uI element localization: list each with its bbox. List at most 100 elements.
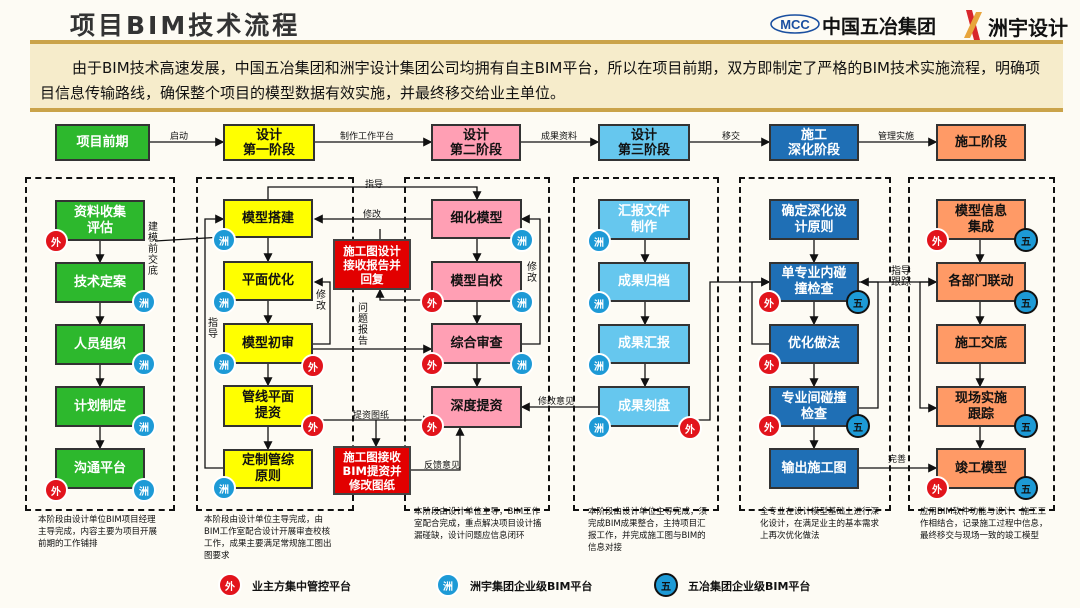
box-model-self-check: 模型自校 <box>431 261 522 302</box>
badge-wuye-platform: 五 <box>1014 414 1038 438</box>
label-modify-top: 修改 <box>363 210 382 220</box>
badge-wuye-platform: 五 <box>846 414 870 438</box>
box-plan-optimization: 平面优化 <box>223 261 313 301</box>
badge-zhouyu-platform: 洲 <box>587 415 611 439</box>
arrow-label-manage: 管理实施 <box>878 132 915 142</box>
arrow-label-start: 启动 <box>170 132 189 142</box>
badge-zhouyu-platform: 洲 <box>132 478 156 502</box>
box-results-archive: 成果归档 <box>598 262 690 302</box>
label-complete: 完善 <box>888 455 907 465</box>
box-detailing-principles: 确定深化设 计原则 <box>769 199 859 240</box>
badge-owner-platform: 外 <box>420 290 444 314</box>
badge-owner-platform: 外 <box>757 290 781 314</box>
section-construction <box>908 177 1055 511</box>
badge-owner-platform: 外 <box>44 229 68 253</box>
mcc-logo-text: 中国五冶集团 <box>822 16 937 38</box>
note-pre-project: 本阶段由设计单位BIM项目经理主导完成，内容主要为项目开展前期的工作铺排 <box>38 515 158 549</box>
legend-owner-label: 业主方集中管控平台 <box>252 580 351 593</box>
box-staff-organization: 人员组织 <box>55 324 145 365</box>
arrow-label-handover: 移交 <box>722 132 741 142</box>
note-detailing: 全专业在设计模型基础上进行深化设计，在满足业主的基本需求上再次优化做法 <box>760 507 880 541</box>
svg-text:MCC: MCC <box>780 17 810 32</box>
box-as-built-model: 竣工模型 <box>936 448 1026 489</box>
box-plan-making: 计划制定 <box>55 386 145 427</box>
zhouyu-logo-icon <box>964 10 982 40</box>
box-pipeline-principles: 定制管综 原则 <box>223 449 313 489</box>
badge-zhouyu-platform: 洲 <box>212 352 236 376</box>
badge-owner-platform: 外 <box>301 414 325 438</box>
legend-zhouyu-label: 洲宇集团企业级BIM平台 <box>470 580 593 593</box>
box-drawing-receive-revise: 施工图接收 BIM提资并 修改图纸 <box>333 446 411 495</box>
badge-zhouyu-platform: 洲 <box>587 229 611 253</box>
badge-zhouyu-platform: 洲 <box>212 228 236 252</box>
stage-design-phase-2: 设计 第二阶段 <box>431 124 521 161</box>
stage-design-phase-1: 设计 第一阶段 <box>223 124 315 161</box>
badge-owner-platform: 外 <box>420 352 444 376</box>
badge-wuye-platform: 五 <box>846 290 870 314</box>
box-depth-submission: 深度提资 <box>431 386 522 428</box>
label-problem-report: 问题报告 <box>358 303 368 347</box>
badge-owner-platform: 外 <box>678 416 702 440</box>
badge-zhouyu-platform: 洲 <box>132 414 156 438</box>
box-data-collection: 资料收集 评估 <box>55 200 145 241</box>
box-tech-decision: 技术定案 <box>55 262 145 303</box>
badge-zhouyu-platform: 洲 <box>510 352 534 376</box>
arrow-label-results: 成果资料 <box>541 132 578 142</box>
box-site-tracking: 现场实施 跟踪 <box>936 386 1026 427</box>
section-design-2 <box>404 177 550 511</box>
badge-owner-platform: 外 <box>44 478 68 502</box>
section-design-3 <box>573 177 719 511</box>
box-single-discipline-clash: 单专业内碰 撞检查 <box>769 262 859 302</box>
note-construction: 应用BIM软件功能与设计、施工工作相结合，记录施工过程中信息，最终移交与现场一致… <box>920 507 1048 541</box>
badge-zhouyu-platform: 洲 <box>132 352 156 376</box>
badge-zhouyu-platform: 洲 <box>587 353 611 377</box>
box-optimize-method: 优化做法 <box>769 324 859 364</box>
badge-owner-platform: 外 <box>420 414 444 438</box>
badge-zhouyu-platform: 洲 <box>510 228 534 252</box>
box-results-disc: 成果刻盘 <box>598 386 690 427</box>
zhouyu-logo-text: 洲宇设计 <box>988 16 1068 40</box>
page-title: 项目BIM技术流程 <box>70 11 301 40</box>
box-refine-model: 细化模型 <box>431 199 522 239</box>
box-pipeline-plan-submission: 管线平面 提资 <box>223 385 313 427</box>
badge-zhouyu-platform: 洲 <box>132 290 156 314</box>
mcc-logo-icon: MCC <box>770 14 820 34</box>
label-pre-modeling-briefing: 建模前交底 <box>148 222 158 277</box>
label-modify-opinion: 修改意见 <box>538 397 575 407</box>
box-construction-briefing: 施工交底 <box>936 324 1026 364</box>
badge-owner-platform: 外 <box>757 414 781 438</box>
badge-zhouyu-platform: 洲 <box>510 290 534 314</box>
badge-zhouyu-platform: 洲 <box>587 291 611 315</box>
badge-owner-platform: 外 <box>925 228 949 252</box>
badge-wuye-platform: 五 <box>1014 228 1038 252</box>
label-modify-side: 修改 <box>316 290 326 312</box>
label-guide-track: 指导跟踪 <box>891 266 911 288</box>
box-comprehensive-review: 综合审查 <box>431 323 522 364</box>
badge-zhouyu-platform: 洲 <box>212 476 236 500</box>
box-department-linkage: 各部门联动 <box>936 262 1026 302</box>
legend-owner-icon: 外 <box>218 573 242 597</box>
box-model-info-integration: 模型信息 集成 <box>936 199 1026 240</box>
section-detailing <box>739 177 891 511</box>
label-guide-left: 指导 <box>208 318 218 340</box>
section-pre-project <box>25 177 175 511</box>
arrow-label-make-platform: 制作工作平台 <box>340 132 395 142</box>
box-model-building: 模型搭建 <box>223 199 313 238</box>
box-communication-platform: 沟通平台 <box>55 448 145 489</box>
intro-banner <box>30 40 1063 112</box>
badge-owner-platform: 外 <box>757 352 781 376</box>
badge-owner-platform: 外 <box>301 354 325 378</box>
box-model-preliminary-review: 模型初审 <box>223 323 313 364</box>
box-output-drawings: 输出施工图 <box>769 448 859 489</box>
stage-construction: 施工阶段 <box>936 124 1026 161</box>
stage-project-early: 项目前期 <box>55 124 150 161</box>
intro-text: 由于BIM技术高速发展，中国五冶集团和洲宇设计集团公司均拥有自主BIM平台，所以… <box>40 59 1040 102</box>
label-guide-top: 指导 <box>365 180 384 190</box>
label-submit-drawings: 提资图纸 <box>353 411 390 421</box>
note-design-1: 本阶段由设计单位主导完成，由BIM工作室配合设计开展审查校核工作，成果主要满足常… <box>204 515 332 561</box>
box-drawing-report-reply: 施工图设计 接收报告并 回复 <box>333 239 411 290</box>
legend-wuye-icon: 五 <box>654 573 678 597</box>
note-design-3: 本阶段由设计单位主导完成，须完成BIM成果整合，主持项目汇报工作，并完成施工图与… <box>588 507 708 553</box>
note-design-2: 本阶段由设计单位主导，BIM工作室配合完成，重点解决项目设计搐漏碰缺，设计问题应… <box>414 507 542 541</box>
